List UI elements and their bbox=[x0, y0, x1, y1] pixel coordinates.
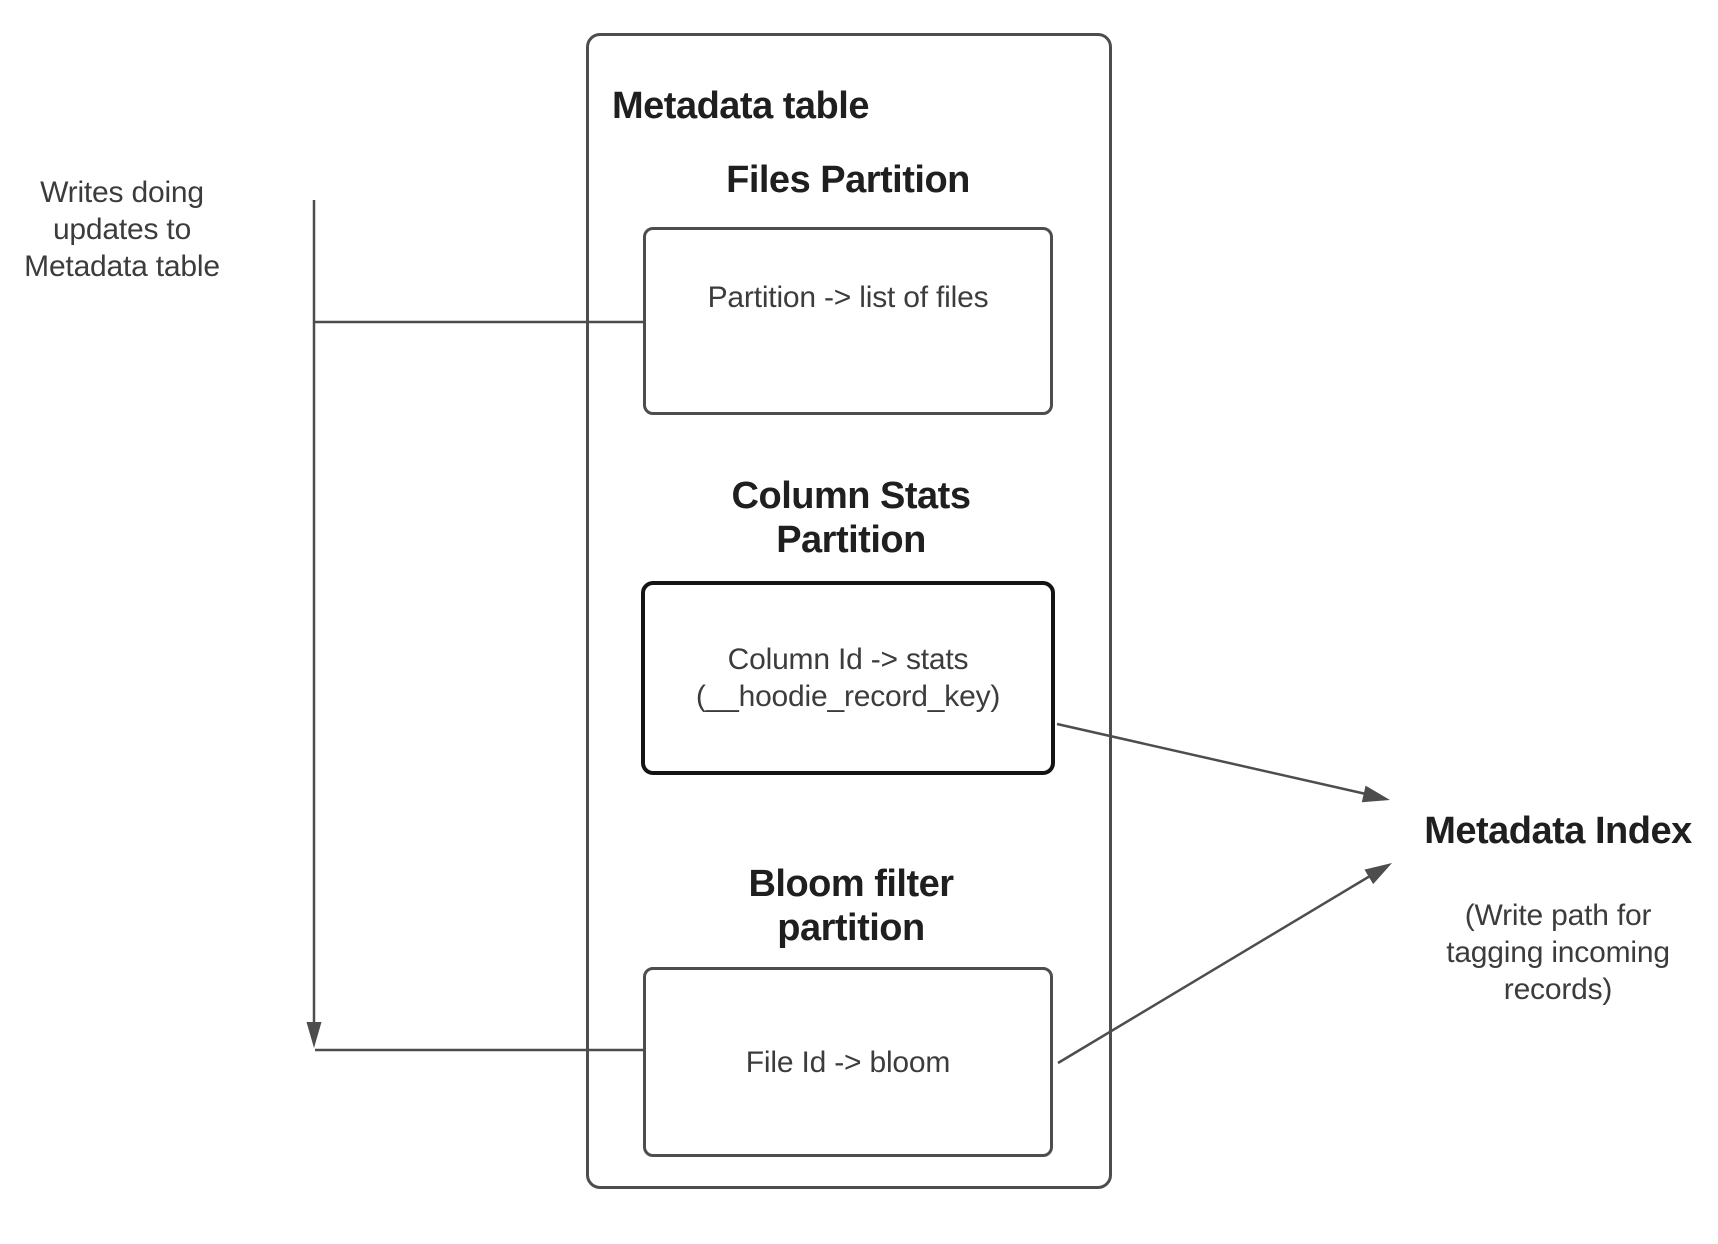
bloom-filter-mapping: File Id -> bloom bbox=[745, 1045, 951, 1079]
writes-label: Writes doing updates to Metadata table bbox=[24, 176, 220, 283]
stats-to-index-arrowhead-icon bbox=[1361, 785, 1390, 803]
down-arrowhead-icon bbox=[306, 1022, 322, 1048]
files-partition-mapping: Partition -> list of files bbox=[707, 280, 989, 314]
metadata-index-subtitle: (Write path for tagging incoming records… bbox=[1446, 899, 1670, 1006]
metadata-table-title: Metadata table bbox=[612, 85, 869, 127]
stats-to-index-line bbox=[1056, 722, 1367, 796]
bloom-to-index-arrowhead-icon bbox=[1364, 863, 1392, 885]
metadata-index-title: Metadata Index bbox=[1424, 810, 1692, 852]
files-partition-heading: Files Partition bbox=[726, 159, 970, 201]
bloom-filter-box: File Id -> bloom bbox=[643, 967, 1053, 1157]
column-stats-box: Column Id -> stats (__hoodie_record_key) bbox=[641, 581, 1055, 775]
metadata-table-box bbox=[586, 33, 1112, 1189]
files-partition-box: Partition -> list of files bbox=[643, 227, 1053, 415]
column-stats-heading: Column Stats Partition bbox=[731, 475, 971, 561]
bloom-filter-heading: Bloom filter partition bbox=[748, 863, 954, 949]
column-stats-mapping: Column Id -> stats (__hoodie_record_key) bbox=[695, 643, 1001, 713]
